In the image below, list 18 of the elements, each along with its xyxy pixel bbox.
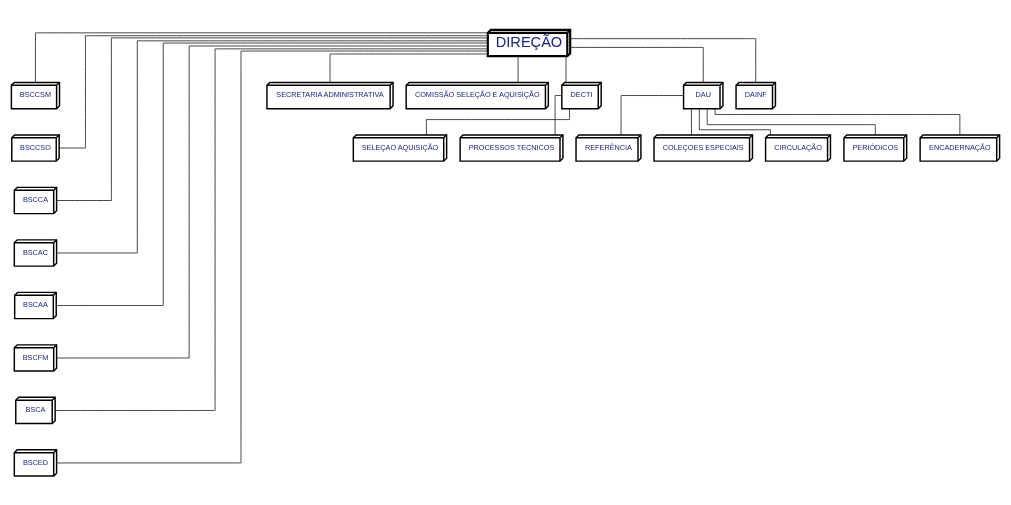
connector [565, 55, 567, 82]
connector [517, 55, 519, 82]
connector [426, 107, 570, 135]
connector [56, 40, 488, 253]
connector [691, 107, 692, 135]
connector [55, 42, 489, 306]
connector [714, 107, 961, 135]
connector [620, 94, 684, 135]
connector [329, 53, 489, 83]
connector [56, 45, 489, 358]
connector [56, 37, 488, 201]
connector [569, 37, 757, 83]
connector [35, 31, 489, 83]
connector [554, 94, 563, 135]
connector [698, 107, 771, 135]
connector [569, 46, 704, 83]
connector [706, 107, 876, 135]
connector [58, 34, 489, 148]
